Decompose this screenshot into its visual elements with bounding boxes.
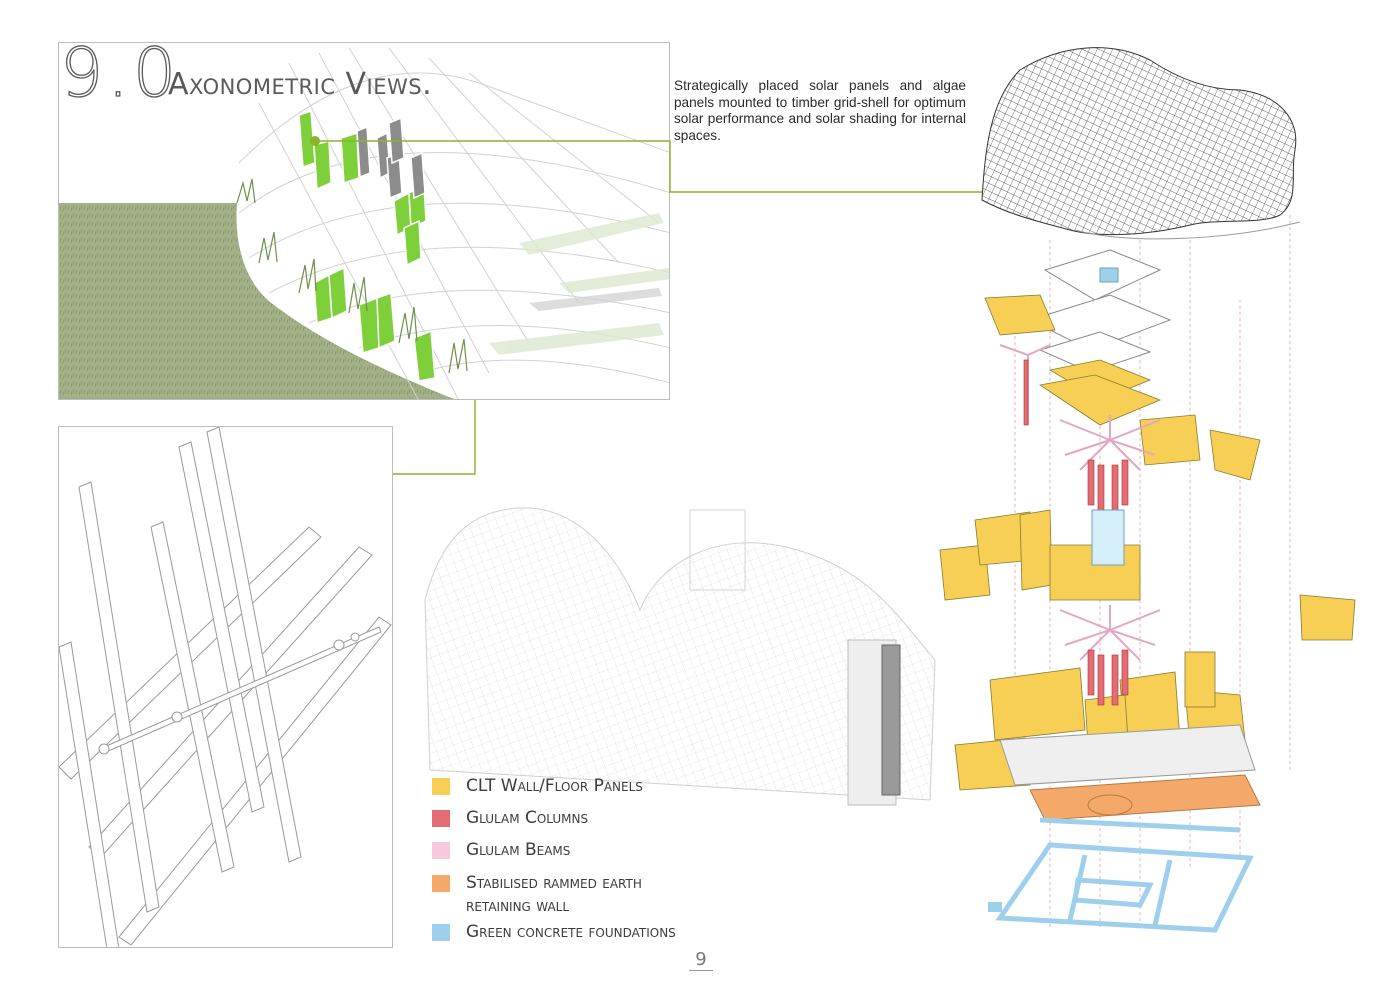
grass-field <box>59 203 455 399</box>
section-number: 9.0 <box>59 34 181 113</box>
legend-label: Glulam Beams <box>466 840 571 860</box>
legend-label-continued: retaining wall <box>466 896 570 916</box>
legend-label: Stabilised rammed earth <box>466 873 642 893</box>
legend-label: CLT Wall/Floor Panels <box>466 776 643 796</box>
legend-swatch <box>432 875 450 892</box>
glass-core <box>1091 509 1125 566</box>
callout-dot <box>310 136 320 146</box>
timber-members <box>59 427 392 947</box>
page-title: Axonometric Views. <box>168 67 433 102</box>
legend-swatch <box>432 924 450 941</box>
legend-swatch <box>432 842 450 859</box>
solar-panels <box>298 109 436 382</box>
legend-label: Glulam Columns <box>466 808 589 828</box>
ghosted-building-massing <box>424 507 936 806</box>
leader-lines <box>318 140 985 475</box>
clt-panels <box>939 294 1356 791</box>
legend-swatch <box>432 778 450 795</box>
description-text: Strategically placed solar panels and al… <box>674 78 966 143</box>
roof-grid-shell <box>981 47 1297 236</box>
climbing-plants <box>236 178 468 374</box>
grid-shell-panel-illustration <box>59 47 669 399</box>
legend-swatch <box>432 810 450 827</box>
timber-joint-detail-view <box>58 426 393 948</box>
foundations <box>995 817 1254 933</box>
page-number: 9 <box>689 950 713 971</box>
glulam-columns <box>1023 359 1129 706</box>
timber-joint-illustration <box>59 427 392 947</box>
solar-panel-detail-view <box>58 42 670 400</box>
algae-panels <box>356 116 426 200</box>
legend-label: Green concrete foundations <box>466 922 676 942</box>
rammed-earth-plinth <box>1029 774 1261 821</box>
